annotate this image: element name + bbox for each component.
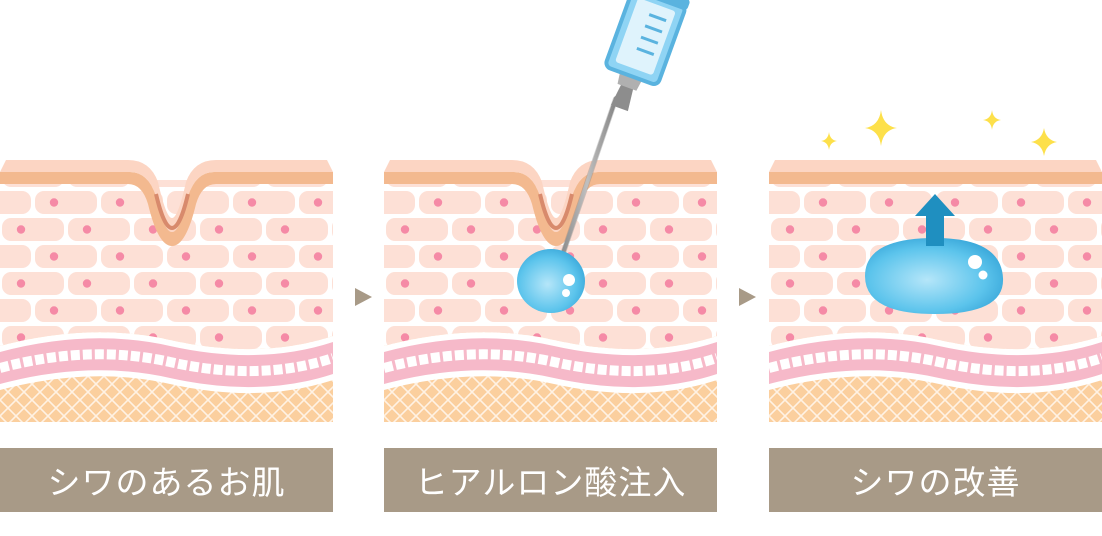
wrinkle [384, 172, 717, 246]
syringe-icon [555, 0, 690, 270]
step-label: シワの改善 [769, 448, 1102, 512]
wrinkle [0, 172, 333, 246]
panel-injection: ヒアルロン酸注入 [384, 0, 717, 536]
hyaluronic-droplet [517, 249, 585, 313]
step-arrow-icon [355, 288, 372, 306]
injection-illustration [384, 0, 717, 422]
improved-skin-illustration [769, 110, 1102, 422]
step-arrow-icon [739, 288, 756, 306]
up-arrow-icon [915, 194, 955, 246]
panel-improved-skin: シワの改善 [769, 0, 1102, 536]
step-label: ヒアルロン酸注入 [384, 448, 717, 512]
sparkle-icon [821, 110, 1057, 156]
wrinkled-skin-illustration [0, 160, 333, 422]
hyaluronic-droplet [865, 238, 1004, 314]
panel-wrinkled-skin: シワのあるお肌 [0, 0, 333, 536]
step-label: シワのあるお肌 [0, 448, 333, 512]
